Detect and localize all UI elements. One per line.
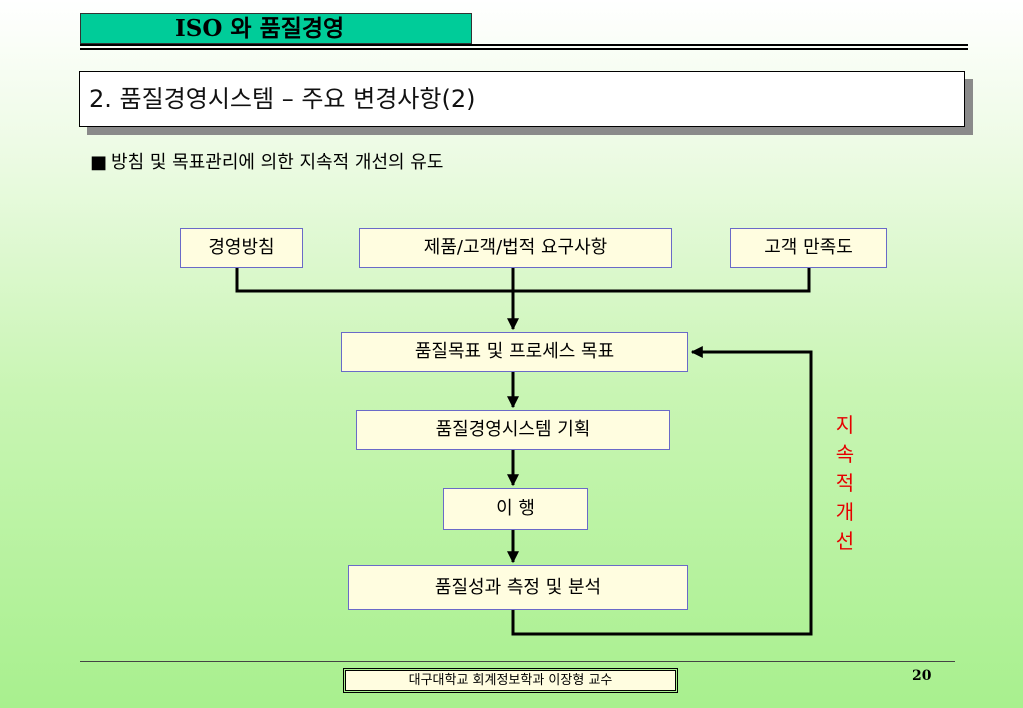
continual-improvement-label: 지속적개선 (835, 413, 855, 553)
step-quality-objectives: 품질목표 및 프로세스 목표 (341, 332, 688, 372)
footer-credit: 대구대학교 회계정보학과 이장형 교수 (343, 668, 678, 693)
step-qms-planning: 품질경영시스템 기획 (356, 410, 670, 450)
input-requirements: 제품/고객/법적 요구사항 (359, 228, 672, 268)
title-underline (80, 44, 968, 46)
square-bullet-icon: ■ (90, 152, 108, 173)
input-merge-line (235, 268, 811, 293)
slide-title-text: ISO 와 품질경영 (175, 15, 345, 42)
page-number: 20 (912, 668, 932, 684)
title-underline-double (80, 48, 968, 50)
feedback-loop-arrow (511, 346, 813, 636)
bullet-text: 방침 및 목표관리에 의한 지속적 개선의 유도 (111, 152, 444, 173)
slide-title: ISO 와 품질경영 (80, 13, 472, 44)
section-heading-text: 2. 품질경영시스템 – 주요 변경사항(2) (89, 85, 476, 113)
section-heading: 2. 품질경영시스템 – 주요 변경사항(2) (79, 71, 965, 127)
step-measurement-analysis: 품질성과 측정 및 분석 (348, 565, 688, 610)
footer-divider (80, 661, 955, 662)
step-implementation: 이 행 (443, 488, 588, 530)
input-quality-policy: 경영방침 (180, 228, 303, 268)
bullet-point: ■방침 및 목표관리에 의한 지속적 개선의 유도 (90, 148, 443, 174)
input-customer-satisfaction: 고객 만족도 (730, 228, 887, 268)
